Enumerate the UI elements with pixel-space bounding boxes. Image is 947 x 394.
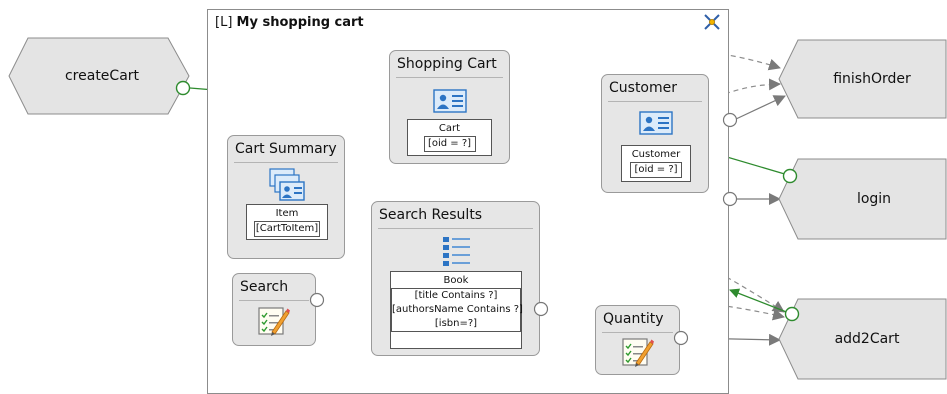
condition: [oid = ?]	[630, 162, 682, 178]
operation-createcart-shape[interactable]	[8, 37, 190, 115]
operation-add2cart-shape[interactable]	[778, 298, 947, 380]
divider	[396, 77, 503, 78]
condition: [title Contains ?]	[391, 288, 521, 303]
unit-title: Cart Summary	[235, 141, 337, 157]
flow-customer-to-finishorder	[707, 78, 781, 101]
landmark-cross-icon	[704, 14, 720, 30]
entity-box: Book [title Contains ?] [authorsName Con…	[390, 271, 523, 349]
operation-finishorder-shape[interactable]	[778, 39, 947, 119]
operation-login-shape[interactable]	[778, 158, 947, 240]
condition: [oid = ?]	[423, 136, 476, 152]
operation-finishorder-label[interactable]: finishOrder	[833, 71, 911, 87]
divider	[234, 162, 338, 163]
unit-customer[interactable]: Customer Customer [oid = ?]	[601, 74, 709, 193]
divider	[608, 101, 702, 102]
area-prefix: [L]	[215, 15, 233, 30]
divider	[378, 228, 533, 229]
area-title: [L] My shopping cart	[215, 15, 364, 30]
entry-form-icon	[622, 336, 654, 372]
unit-quantity[interactable]: Quantity	[595, 305, 680, 375]
entity-box: Item [CartToItem]	[246, 204, 328, 240]
unit-title: Customer	[609, 80, 678, 96]
condition: [isbn=?]	[391, 317, 521, 332]
divider	[239, 300, 309, 301]
entity-box: Cart [oid = ?]	[407, 119, 492, 156]
entity-name: Book	[443, 275, 469, 286]
unit-cart-summary[interactable]: Cart Summary Item [CartToItem]	[227, 135, 345, 259]
flow-add2cart-to-area	[729, 288, 790, 314]
condition: [authorsName Contains ?]	[391, 303, 523, 317]
data-unit-icon	[433, 89, 467, 117]
multidata-unit-icon	[269, 168, 305, 206]
area-name: My shopping cart	[236, 15, 364, 30]
unit-title: Search Results	[379, 207, 483, 223]
unit-search-results[interactable]: Search Results Book [title Contains ?] […	[371, 201, 540, 356]
operation-add2cart-label[interactable]: add2Cart	[834, 331, 900, 347]
data-unit-icon	[639, 111, 673, 139]
flow-customer-ok-to-finishorder	[735, 95, 786, 120]
entity-box: Customer [oid = ?]	[621, 145, 691, 182]
entity-name: Cart	[438, 123, 461, 134]
unit-title: Quantity	[603, 311, 664, 327]
condition: [CartToItem]	[254, 221, 320, 237]
entry-form-icon	[258, 305, 290, 341]
unit-shopping-cart[interactable]: Shopping Cart Cart [oid = ?]	[389, 50, 510, 164]
entity-name: Customer	[631, 149, 681, 160]
operation-login-label[interactable]: login	[856, 191, 892, 207]
unit-title: Shopping Cart	[397, 56, 497, 72]
unit-search[interactable]: Search	[232, 273, 316, 346]
divider	[602, 332, 673, 333]
index-unit-icon	[442, 236, 472, 272]
entity-name: Item	[275, 208, 299, 219]
operation-createcart-label[interactable]: createCart	[64, 68, 140, 84]
unit-title: Search	[240, 279, 289, 295]
